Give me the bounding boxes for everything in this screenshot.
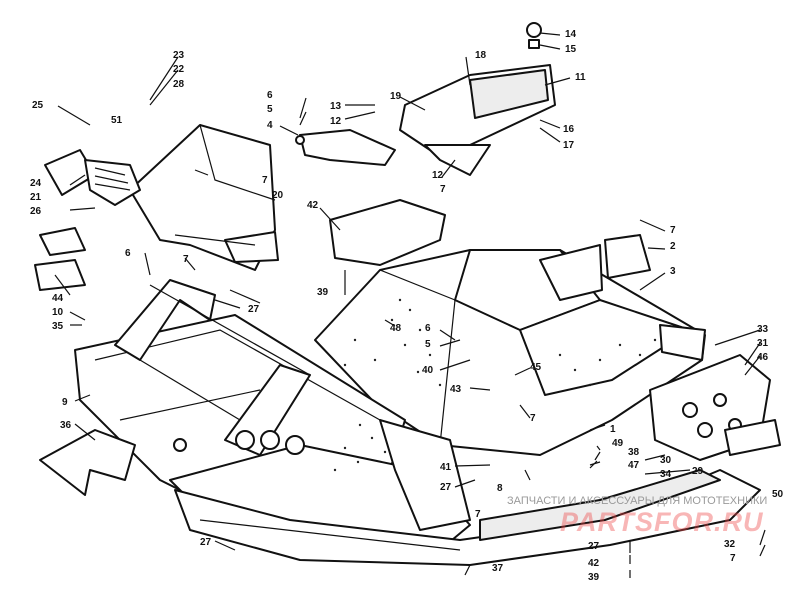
part-label-43: 43: [450, 384, 462, 395]
part-label-37: 37: [492, 563, 504, 574]
part-label-7f: 7: [475, 509, 481, 520]
leader-lines: [54, 32, 766, 578]
part-label-27b: 27: [440, 482, 452, 493]
part-label-5b: 5: [425, 339, 431, 350]
part-label-16: 16: [563, 124, 575, 135]
part-label-30: 30: [660, 455, 672, 466]
part-label-44: 44: [52, 293, 64, 304]
part-label-11: 11: [575, 72, 586, 83]
rear-skid-plate: [649, 354, 781, 461]
part-label-4: 4: [267, 120, 273, 131]
part-number-labels: 23 22 28 25 51 24 21 26 20 6 5 4 7 13 12…: [30, 29, 784, 583]
support-hoop: [114, 279, 311, 456]
console-panel: [399, 22, 556, 176]
part-label-31: 31: [757, 338, 769, 349]
rear-bracket: [604, 234, 651, 279]
part-label-51: 51: [111, 115, 123, 126]
belly-pan: [174, 469, 761, 566]
watermark-brand: PARTSFOR.RU: [560, 507, 764, 537]
watermark-tagline: ЗАПЧАСТИ И АКСЕССУАРЫ ДЛЯ МОТОТЕХНИКИ: [507, 495, 767, 507]
part-label-25: 25: [32, 100, 44, 111]
part-label-42b: 42: [588, 558, 600, 569]
part-label-47: 47: [628, 460, 640, 471]
watermark: ЗАПЧАСТИ И АКСЕССУАРЫ ДЛЯ МОТОТЕХНИКИ PA…: [507, 495, 767, 537]
part-label-35: 35: [52, 321, 64, 332]
part-label-39a: 39: [317, 287, 329, 298]
part-label-24: 24: [30, 178, 42, 189]
part-label-13: 13: [330, 101, 342, 112]
part-label-49: 49: [612, 438, 624, 449]
front-bracket-plates: [34, 227, 86, 291]
part-label-48: 48: [390, 323, 402, 334]
part-label-45: 45: [530, 362, 542, 373]
part-label-6b: 6: [125, 248, 131, 259]
part-label-20: 20: [272, 190, 284, 201]
part-label-18: 18: [475, 50, 487, 61]
front-bulkhead: [74, 314, 471, 556]
part-label-42a: 42: [307, 200, 319, 211]
part-label-27c: 27: [200, 537, 212, 548]
part-label-7e: 7: [530, 413, 536, 424]
part-label-21: 21: [30, 192, 42, 203]
mount-bracket: [295, 129, 396, 166]
part-label-39b: 39: [588, 572, 600, 583]
part-label-26: 26: [30, 206, 42, 217]
intake-bellows: [44, 149, 141, 206]
part-label-10: 10: [52, 307, 64, 318]
part-label-38: 38: [628, 447, 640, 458]
part-label-15: 15: [565, 44, 577, 55]
part-label-12b: 12: [432, 170, 444, 181]
part-label-14: 14: [565, 29, 577, 40]
part-label-5a: 5: [267, 104, 273, 115]
part-label-8: 8: [497, 483, 503, 494]
part-label-36: 36: [60, 420, 72, 431]
part-label-7c: 7: [670, 225, 676, 236]
part-label-2: 2: [670, 241, 676, 252]
part-label-6c: 6: [425, 323, 431, 334]
part-label-1: 1: [610, 424, 616, 435]
part-label-22: 22: [173, 64, 185, 75]
part-label-17: 17: [563, 140, 575, 151]
nose-shroud: [129, 124, 279, 271]
part-label-7a: 7: [262, 175, 268, 186]
part-label-23: 23: [173, 50, 185, 61]
part-label-6a: 6: [267, 90, 273, 101]
part-label-46: 46: [757, 352, 769, 363]
part-label-12a: 12: [330, 116, 342, 127]
part-label-29: 29: [692, 466, 704, 477]
hood-decal: [39, 429, 136, 496]
part-label-41: 41: [440, 462, 452, 473]
part-label-7g: 7: [730, 553, 736, 564]
part-label-28: 28: [173, 79, 185, 90]
part-label-33: 33: [757, 324, 769, 335]
part-label-50: 50: [772, 489, 784, 500]
side-panel: [329, 199, 446, 266]
part-label-32: 32: [724, 539, 736, 550]
chassis-frame: [314, 244, 706, 456]
part-label-27a: 27: [248, 304, 260, 315]
part-label-40: 40: [422, 365, 434, 376]
part-label-7b: 7: [440, 184, 446, 195]
part-label-7d: 7: [183, 254, 189, 265]
part-label-19: 19: [390, 91, 402, 102]
part-label-27d: 27: [588, 541, 600, 552]
part-label-9: 9: [62, 397, 68, 408]
part-label-34: 34: [660, 469, 672, 480]
part-label-3: 3: [670, 266, 676, 277]
